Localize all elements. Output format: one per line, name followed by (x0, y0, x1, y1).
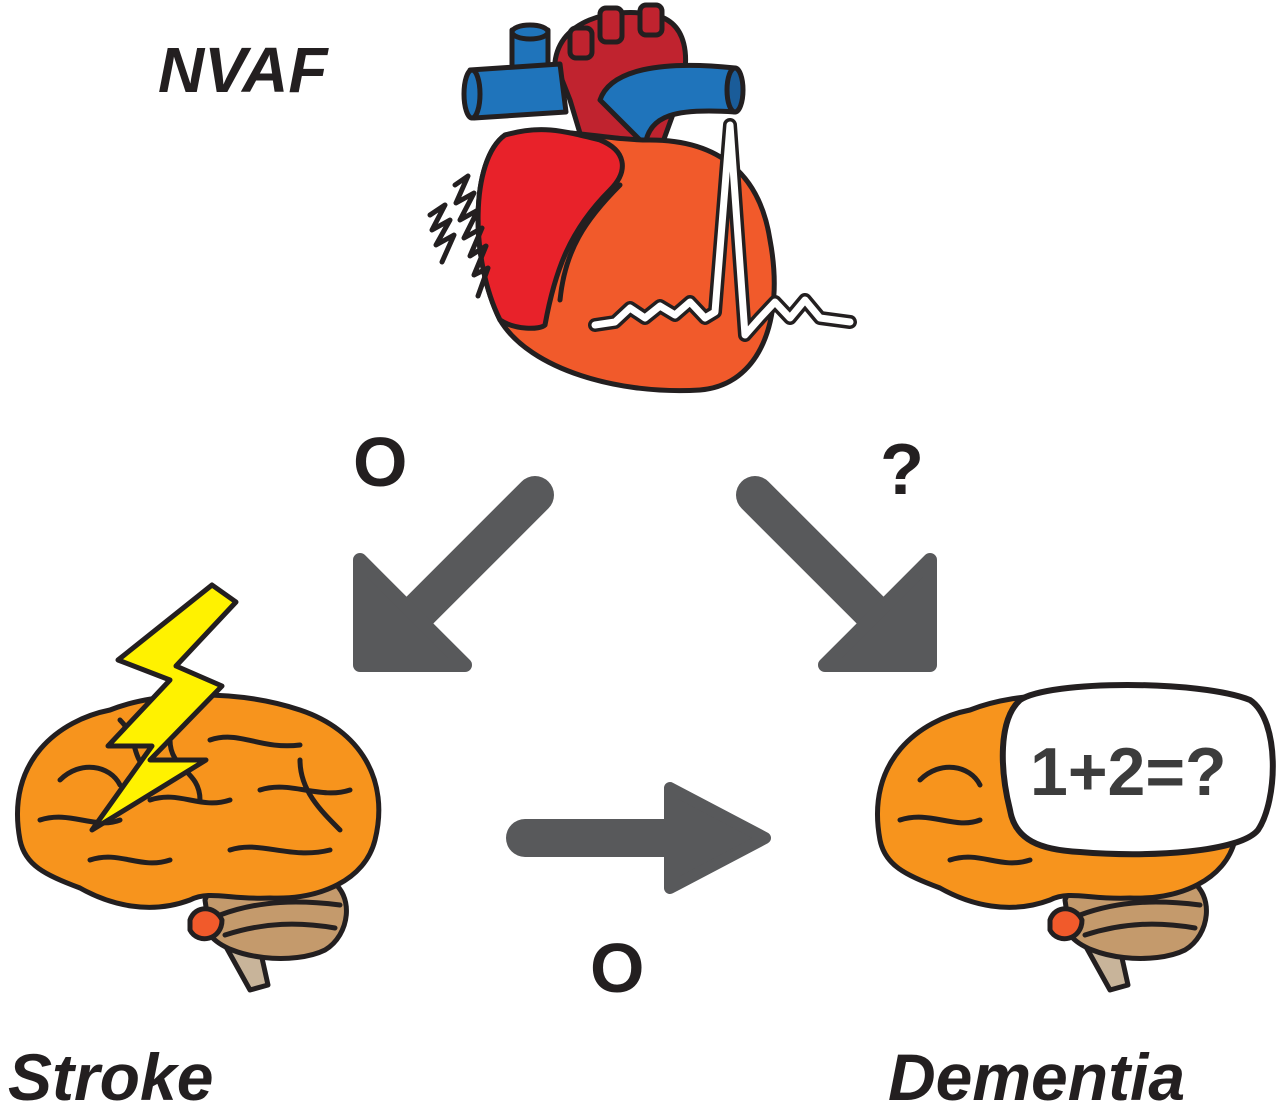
label-dementia: Dementia (888, 1040, 1185, 1109)
relation-mark-nvaf-stroke: O (353, 423, 407, 501)
brain-icon (15, 692, 382, 993)
vibration-lines-icon (427, 173, 491, 299)
speech-bubble-icon: 1+2=? (999, 682, 1276, 858)
relation-mark-stroke-dementia: O (590, 929, 644, 1007)
label-stroke: Stroke (8, 1040, 213, 1109)
label-nvaf: NVAF (158, 34, 329, 106)
bubble-text: 1+2=? (1030, 734, 1227, 810)
heart-icon (461, 2, 857, 394)
arrow-stroke-to-dementia (506, 782, 771, 894)
relation-mark-nvaf-dementia: ? (880, 430, 924, 510)
lightning-bolt-icon (89, 582, 239, 833)
arrow-nvaf-to-dementia (736, 476, 937, 672)
arrow-nvaf-to-stroke (353, 476, 554, 672)
